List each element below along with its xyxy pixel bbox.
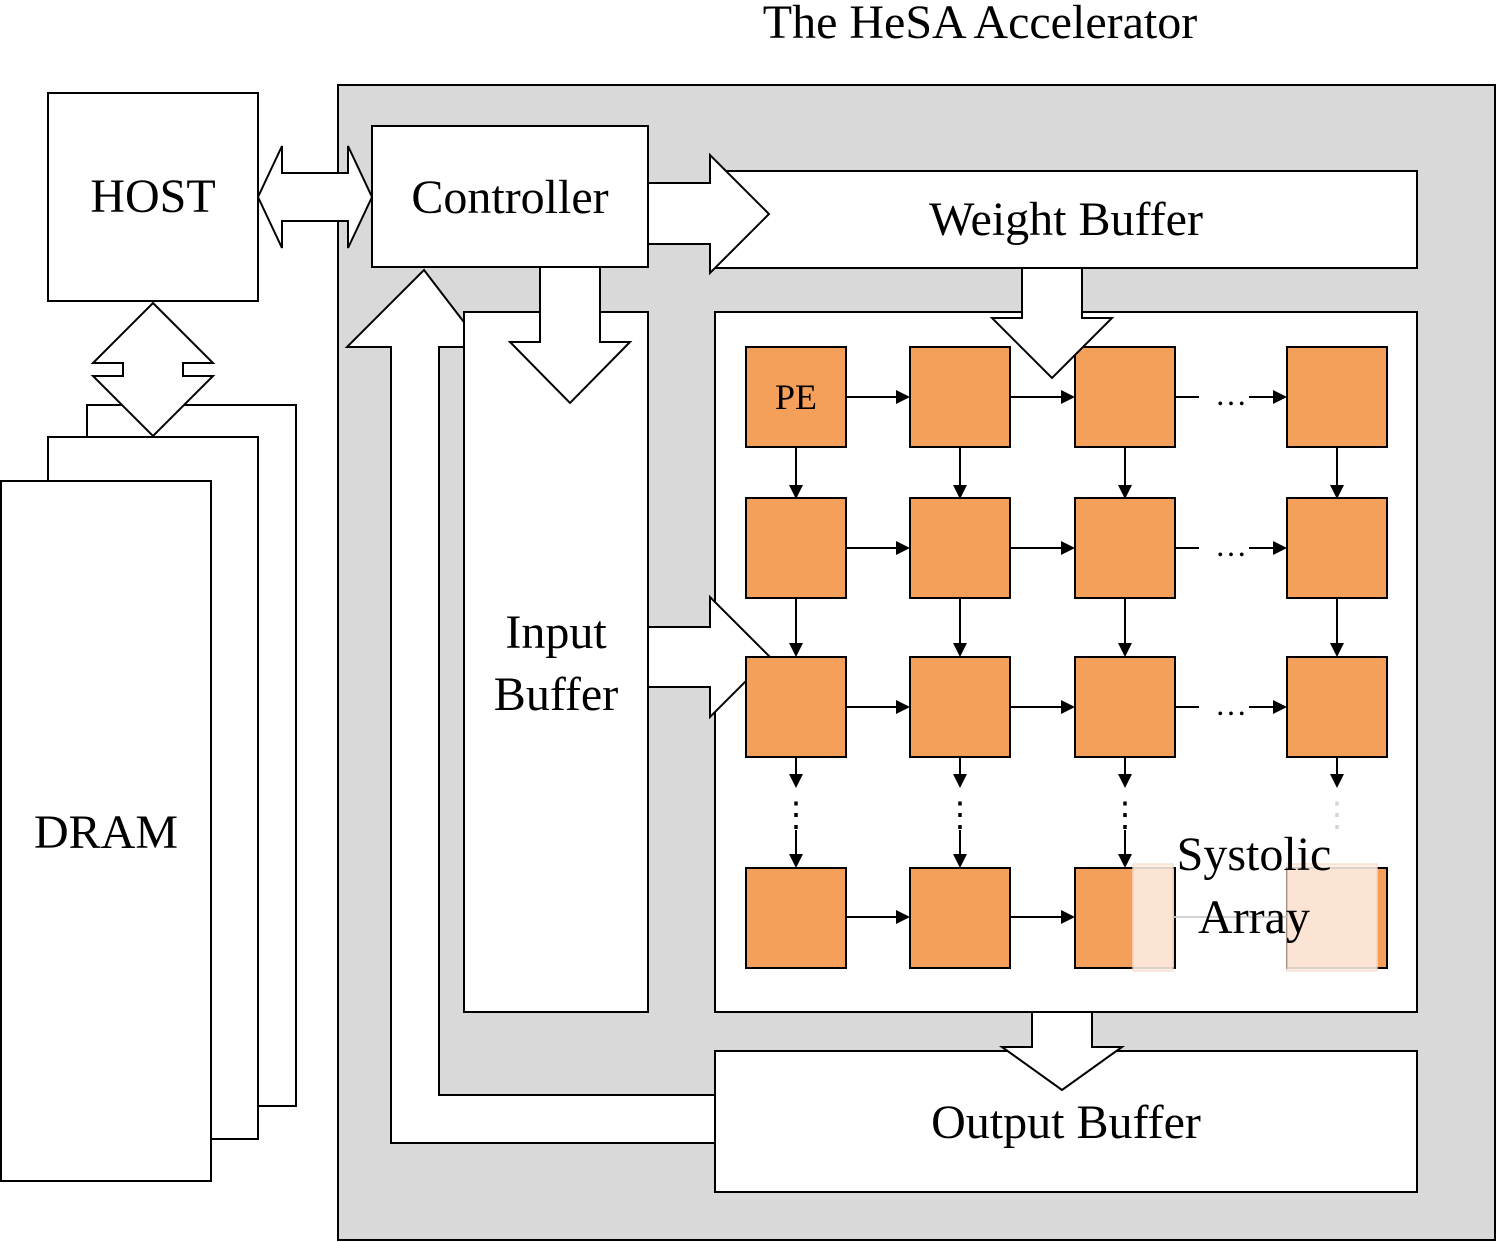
arrowhead-c4-3 — [1330, 774, 1344, 788]
row3-ellipsis: … — [1215, 686, 1247, 722]
row2-ellipsis: … — [1215, 527, 1247, 563]
arrowhead-c3-1 — [1118, 485, 1132, 499]
pe-r2-c3 — [1074, 497, 1176, 599]
arrowhead-c2-1 — [953, 485, 967, 499]
diagram-title: The HeSA Accelerator — [763, 0, 1198, 49]
pe-r4-c1 — [745, 867, 847, 969]
systolic-array-label-line1: Systolic — [1177, 828, 1332, 881]
row1-ellipsis: … — [1215, 376, 1247, 412]
arrowhead-r2-2 — [1061, 541, 1075, 555]
pe-r1-c4 — [1286, 346, 1388, 448]
arrowhead-r3-1 — [896, 700, 910, 714]
faded-vertical-ellipsis: ⋮ — [1320, 797, 1354, 834]
arrowhead-r1-3 — [1273, 390, 1287, 404]
pe-r1-c2 — [909, 346, 1011, 448]
host-label: HOST — [90, 170, 215, 223]
output-return-path — [344, 268, 715, 1144]
systolic-output-arrow — [998, 1011, 1126, 1092]
arrowhead-c1-3 — [789, 774, 803, 788]
systolic-array-label-line2: Array — [1198, 891, 1310, 944]
input-buffer-label-line1: Input — [505, 606, 607, 659]
pe-r4-c2 — [909, 867, 1011, 969]
host-block — [47, 92, 259, 302]
col2-vertical-ellipsis: ⋮ — [943, 797, 977, 834]
pe-r3-c1 — [745, 656, 847, 758]
pe-grid — [745, 346, 1388, 969]
arrowhead-c1-4 — [789, 854, 803, 868]
controller-weight-arrow — [647, 152, 771, 276]
output-buffer-block — [714, 1050, 1418, 1193]
pe-r2-c1 — [745, 497, 847, 599]
arrowhead-c3-4 — [1118, 854, 1132, 868]
arrowhead-c2-4 — [953, 854, 967, 868]
dram-block — [0, 480, 212, 1182]
weight-buffer-label: Weight Buffer — [929, 193, 1203, 246]
output-buffer-label: Output Buffer — [931, 1096, 1201, 1149]
controller-input-arrow — [507, 266, 633, 405]
pe-connections — [795, 396, 1338, 918]
label-backdrop-left — [1132, 863, 1174, 972]
input-buffer-block — [463, 311, 649, 1013]
input-systolic-arrow — [647, 594, 772, 720]
controller-label: Controller — [411, 171, 608, 224]
arrowhead-c4-2 — [1330, 643, 1344, 657]
dram-label: DRAM — [34, 806, 178, 859]
arrowhead-c3-3 — [1118, 774, 1132, 788]
col3-vertical-ellipsis: ⋮ — [1108, 797, 1142, 834]
label-backdrop-right — [1286, 863, 1378, 972]
arrowhead-r2-1 — [896, 541, 910, 555]
pe-r2-c2 — [909, 497, 1011, 599]
pe-arrowheads — [789, 390, 1344, 924]
arrowhead-r3-3 — [1273, 700, 1287, 714]
arrowhead-c2-3 — [953, 774, 967, 788]
pe-r1-c3 — [1074, 346, 1176, 448]
col1-vertical-ellipsis: ⋮ — [779, 797, 813, 834]
arrowhead-c2-2 — [953, 643, 967, 657]
arrowhead-r2-3 — [1273, 541, 1287, 555]
arrowhead-c4-1 — [1330, 485, 1344, 499]
arrowhead-r1-2 — [1061, 390, 1075, 404]
pe-r3-c3 — [1074, 656, 1176, 758]
arrowhead-r4-2 — [1061, 910, 1075, 924]
pe-label: PE — [775, 377, 817, 417]
host-dram-arrow — [90, 301, 216, 438]
systolic-label-backdrop: ⋮ — [1132, 797, 1378, 972]
arrowhead-c3-2 — [1118, 643, 1132, 657]
arrowhead-r3-2 — [1061, 700, 1075, 714]
input-buffer-label-line2: Buffer — [494, 668, 618, 721]
arrowhead-r1-1 — [896, 390, 910, 404]
arrowhead-c1-1 — [789, 485, 803, 499]
pe-r3-c4 — [1286, 656, 1388, 758]
pe-r3-c2 — [909, 656, 1011, 758]
pe-r2-c4 — [1286, 497, 1388, 599]
pe-r1-c1 — [745, 346, 847, 448]
controller-block — [371, 125, 649, 268]
arrowhead-c1-2 — [789, 643, 803, 657]
arrowhead-r4-1 — [896, 910, 910, 924]
weight-systolic-arrow — [989, 267, 1115, 380]
host-controller-arrow — [256, 145, 374, 249]
